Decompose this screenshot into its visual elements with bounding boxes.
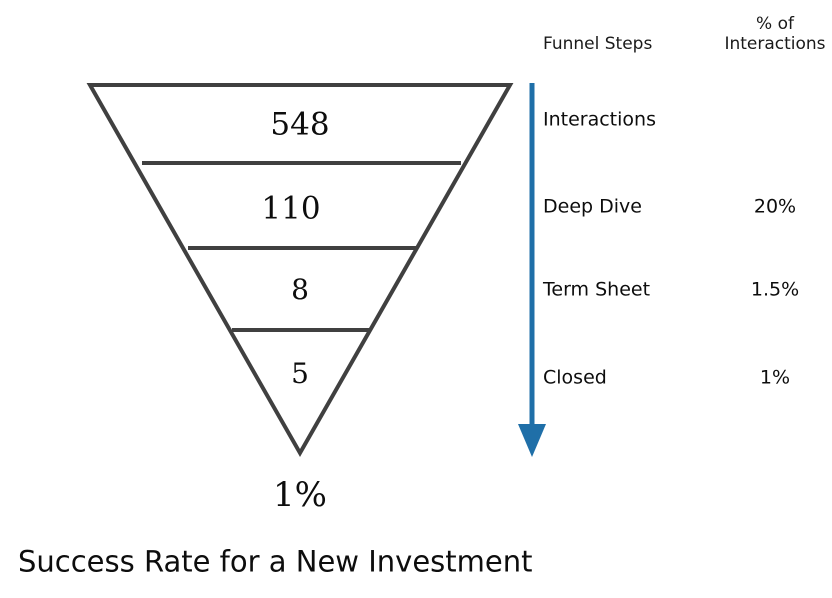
funnel-step-label-closed: Closed (543, 366, 607, 389)
pct-header-line-2: Interactions (724, 34, 826, 55)
pct-header-line-1: % of (756, 14, 794, 34)
funnel-step-label-deep-dive: Deep Dive (543, 195, 642, 218)
funnel-step-pct-deep-dive: 20% (753, 195, 797, 218)
column-header-funnel-steps: Funnel Steps (543, 34, 653, 54)
funnel-band-value-interactions: 548 (270, 106, 330, 143)
chart-title: Success Rate for a New Investment (18, 544, 533, 579)
funnel-outline (86, 83, 514, 458)
funnel-step-label-term-sheet: Term Sheet (543, 278, 651, 301)
funnel-summary-rate: 1% (273, 475, 327, 515)
down-arrow-icon (518, 424, 546, 457)
column-header-pct-of-interactions: % of Interactions (713, 14, 832, 55)
funnel-step-pct-closed: 1% (759, 366, 791, 389)
funnel-step-pct-term-sheet: 1.5% (750, 278, 800, 301)
funnel-band-value-term-sheet: 8 (291, 273, 309, 306)
funnel-step-label-interactions: Interactions (543, 108, 656, 131)
funnel-band-value-closed: 5 (291, 357, 309, 390)
funnel-band-value-deep-dive: 110 (261, 190, 321, 227)
